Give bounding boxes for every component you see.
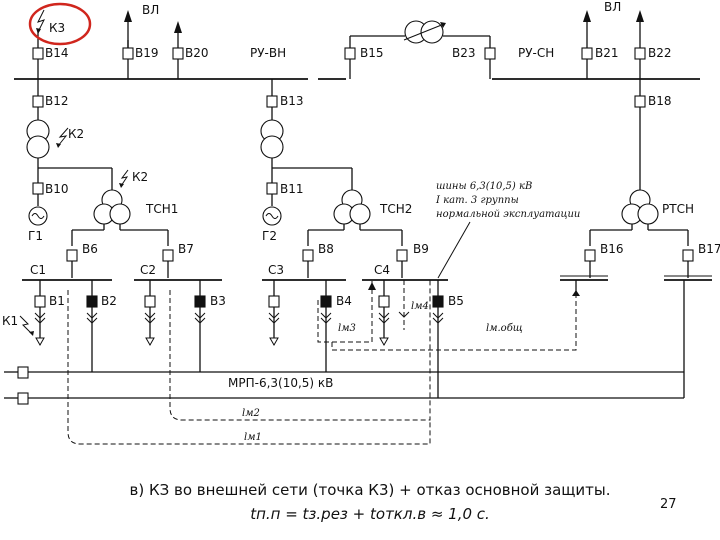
vl-left-label: ВЛ <box>142 3 159 17</box>
b9-label: В9 <box>413 242 429 256</box>
b16-label: В16 <box>600 242 624 256</box>
top-breaker-b14 <box>32 30 44 79</box>
b12-label: В12 <box>45 94 69 108</box>
top-breaker-b20 <box>172 21 184 79</box>
lm-obsh-label: lм.общ <box>486 323 523 334</box>
b10-label: В10 <box>45 182 69 196</box>
tsn1-transformer <box>72 189 168 231</box>
feeder-b8 <box>302 230 314 278</box>
lm4-label: lм4 <box>411 301 429 312</box>
substation-single-line-diagram: ВЛ ВЛ <box>2 0 720 445</box>
b19-label: В19 <box>135 46 159 60</box>
g1-label: Г1 <box>28 229 43 243</box>
b22-label: В22 <box>648 46 672 60</box>
outgoing-b4 <box>320 280 332 372</box>
note-line-2: I кат. 3 группы <box>435 195 519 206</box>
section-buses <box>22 275 712 281</box>
b21-label: В21 <box>595 46 619 60</box>
autotransformer-link <box>403 20 490 44</box>
top-breaker-b22 <box>634 47 646 79</box>
b13-label: В13 <box>280 94 304 108</box>
feeder-b9 <box>396 230 408 278</box>
caption-line-1: в) КЗ во внешней сети (точка К3) + отказ… <box>129 481 611 499</box>
feeder-b6 <box>66 230 78 278</box>
b8-label: В8 <box>318 242 334 256</box>
mrp-label: МРП-6,3(10,5) кВ <box>228 376 333 390</box>
branch-b12-k2-b10-g1 <box>26 79 113 226</box>
feeder-b17 <box>682 230 694 278</box>
branch-b13-b11-g2 <box>260 79 353 226</box>
ru-vn-label: РУ-ВН <box>250 46 286 60</box>
b2-label: В2 <box>101 294 117 308</box>
b15-label: В15 <box>360 46 384 60</box>
k2-upper-fault <box>56 127 69 148</box>
c4-label: С4 <box>374 263 390 277</box>
note-line-1: шины 6,3(10,5) кВ <box>436 181 532 192</box>
b11-label: В11 <box>280 182 304 196</box>
b18-label: В18 <box>648 94 672 108</box>
outgoing-c4-feeder <box>378 280 390 347</box>
vl-right-arrow <box>583 10 644 48</box>
top-breaker-b19 <box>122 40 134 79</box>
k3-label: К3 <box>49 21 65 35</box>
k3-fault-point: К3 <box>36 9 65 35</box>
tsn2-label: ТСН2 <box>379 202 412 216</box>
lm3-label: lм3 <box>338 323 356 334</box>
b6-label: В6 <box>82 242 98 256</box>
outgoing-b5 <box>432 280 444 398</box>
b5-label: В5 <box>448 294 464 308</box>
b17-label: В17 <box>698 242 720 256</box>
b3-label: В3 <box>210 294 226 308</box>
k2-lower-fault <box>119 169 129 188</box>
k1-label: К1 <box>2 314 18 328</box>
b23-label: В23 <box>452 46 476 60</box>
top-breaker-b23 <box>484 36 496 79</box>
rtsn-backup-feeders <box>572 280 685 398</box>
b14-label: В14 <box>45 46 69 60</box>
note-line-3: нормальной эксплуатации <box>436 209 580 220</box>
page-number: 27 <box>660 497 677 512</box>
c3-label: С3 <box>268 263 284 277</box>
caption-line-2: tп.п = tз.рез + tоткл.в ≈ 1,0 с. <box>250 505 490 523</box>
outgoing-b2 <box>86 280 98 372</box>
c2-label: С2 <box>140 263 156 277</box>
tsn1-label: ТСН1 <box>145 202 178 216</box>
top-breaker-b15 <box>344 35 405 79</box>
vl-right-label: ВЛ <box>604 0 621 14</box>
k2-upper-label: К2 <box>68 127 84 141</box>
dashed-lm3 <box>317 280 376 343</box>
dashed-lm4 <box>398 280 410 330</box>
mrp-bus <box>4 366 684 405</box>
branch-b18-rtsn <box>590 79 688 231</box>
b20-label: В20 <box>185 46 209 60</box>
feeder-b7 <box>162 230 174 278</box>
top-breaker-b21 <box>581 47 593 79</box>
outgoing-b1 <box>34 280 46 347</box>
dashed-lm-obsh <box>331 296 577 351</box>
b7-label: В7 <box>178 242 194 256</box>
outgoing-c2-feeder <box>144 280 156 347</box>
feeder-b16 <box>584 230 596 278</box>
dashed-lm1 <box>67 290 431 445</box>
b4-label: В4 <box>336 294 352 308</box>
c1-label: С1 <box>30 263 46 277</box>
k2-lower-label: К2 <box>132 170 148 184</box>
note-leader <box>437 221 471 279</box>
g2-label: Г2 <box>262 229 277 243</box>
tsn2-transformer <box>308 189 402 231</box>
k3-highlight-circle <box>28 2 92 46</box>
rtsn-label: РТСН <box>662 202 694 216</box>
dashed-lm2 <box>169 280 431 421</box>
lm1-label: lм1 <box>244 432 262 443</box>
outgoing-b3 <box>194 280 206 372</box>
ru-sn-label: РУ-СН <box>518 46 554 60</box>
outgoing-c3-feeder <box>268 280 280 347</box>
lm2-label: lм2 <box>242 408 260 419</box>
k1-fault <box>19 315 34 336</box>
b1-label: В1 <box>49 294 65 308</box>
